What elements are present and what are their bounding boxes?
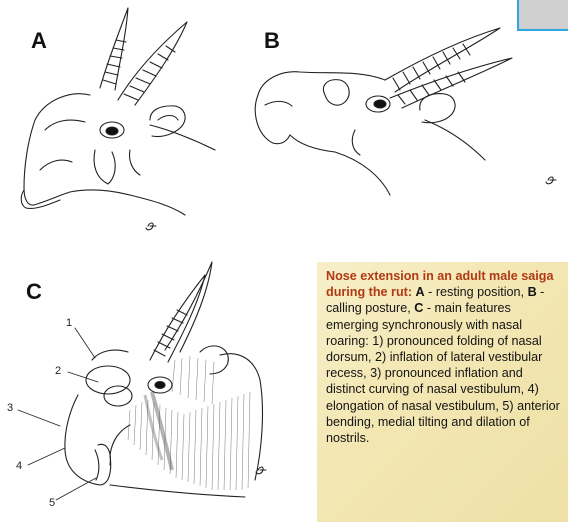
- saiga-head-a: [21, 8, 215, 230]
- corner-thumbnail: [517, 0, 568, 31]
- figure-caption: Nose extension in an adult male saiga du…: [317, 262, 568, 522]
- caption-key-c: C: [414, 301, 423, 315]
- saiga-head-c: [18, 262, 266, 500]
- callout-4: 4: [16, 460, 22, 472]
- caption-text-a: - resting position,: [425, 285, 528, 299]
- panel-label-b: B: [264, 28, 280, 54]
- caption-text-c: - main features emerging synchronously w…: [326, 301, 560, 445]
- callout-1: 1: [66, 317, 72, 329]
- caption-key-a: A: [416, 285, 425, 299]
- fur-shading-c: [128, 356, 250, 490]
- callout-2: 2: [55, 365, 61, 377]
- caption-key-b: B: [528, 285, 537, 299]
- callout-3: 3: [7, 402, 13, 414]
- panel-label-a: A: [31, 28, 47, 54]
- panel-label-c: C: [26, 279, 42, 305]
- saiga-head-b: [255, 28, 556, 195]
- callout-5: 5: [49, 497, 55, 509]
